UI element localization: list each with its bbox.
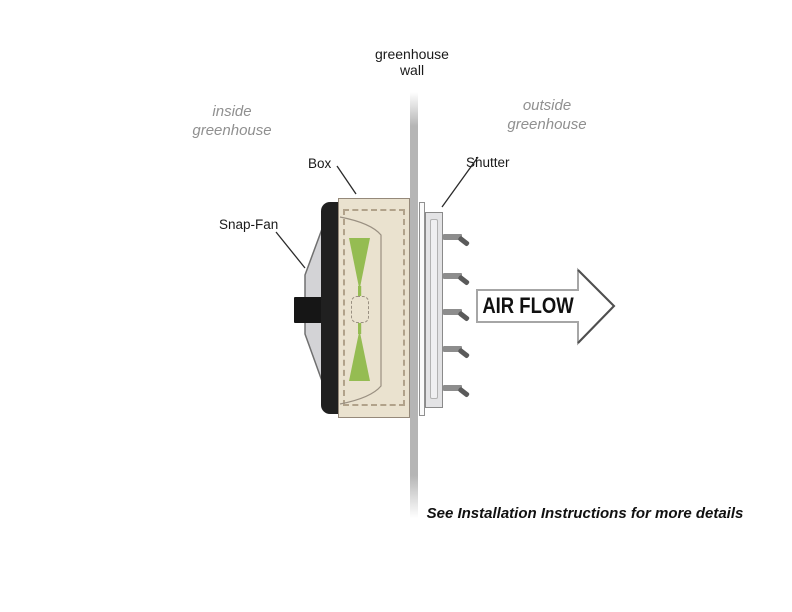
installation-note: See Installation Instructions for more d… [426, 505, 744, 522]
inside-greenhouse-label: inside greenhouse [157, 102, 307, 140]
air-flow-text: AIR FLOW [482, 293, 574, 318]
shutter-slat-bar [443, 234, 462, 240]
greenhouse-wall-label-line2: wall [399, 62, 425, 78]
inside-greenhouse-label-line2: greenhouse [192, 122, 272, 139]
box-label: Box [308, 156, 332, 171]
outside-greenhouse-label: outside greenhouse [472, 96, 622, 134]
inside-greenhouse-label-line1: inside [212, 103, 252, 120]
box-leader-line [336, 165, 357, 195]
box-dashed-seam [343, 209, 405, 406]
shutter-slat-bar [443, 309, 462, 315]
outside-greenhouse-label-line1: outside [522, 97, 572, 114]
fan-motor-block [294, 297, 323, 323]
snap-fan-label: Snap-Fan [219, 217, 279, 232]
shutter-slat-bar [443, 346, 462, 352]
shutter-slat-tip [457, 386, 470, 398]
shutter-slat-bar [443, 385, 462, 391]
shutter-slat [443, 346, 473, 360]
greenhouse-wall-label: greenhouse wall [352, 46, 472, 78]
shutter-slat [443, 385, 473, 399]
shutter-frame [425, 212, 443, 408]
shutter-slat [443, 273, 473, 287]
shutter-slat-tip [457, 310, 470, 322]
shutter-slat-tip [457, 235, 470, 247]
shutter-label: Shutter [466, 155, 510, 170]
shutter-slat-tip [457, 347, 470, 359]
fan-hub [351, 296, 369, 323]
shutter-slat-tip [457, 274, 470, 286]
fan-blade-graphic [339, 216, 382, 405]
shutter-slat [443, 234, 473, 248]
shutter-mounting-plate [419, 202, 425, 416]
outside-greenhouse-label-line2: greenhouse [507, 116, 587, 133]
shutter-slat [443, 309, 473, 323]
air-flow-arrow [476, 267, 616, 346]
fan-box [338, 198, 410, 418]
shutter-recess-panel [430, 219, 438, 399]
shutter-slat-bar [443, 273, 462, 279]
greenhouse-wall-label-line1: greenhouse [375, 46, 449, 62]
greenhouse-wall [410, 92, 418, 518]
